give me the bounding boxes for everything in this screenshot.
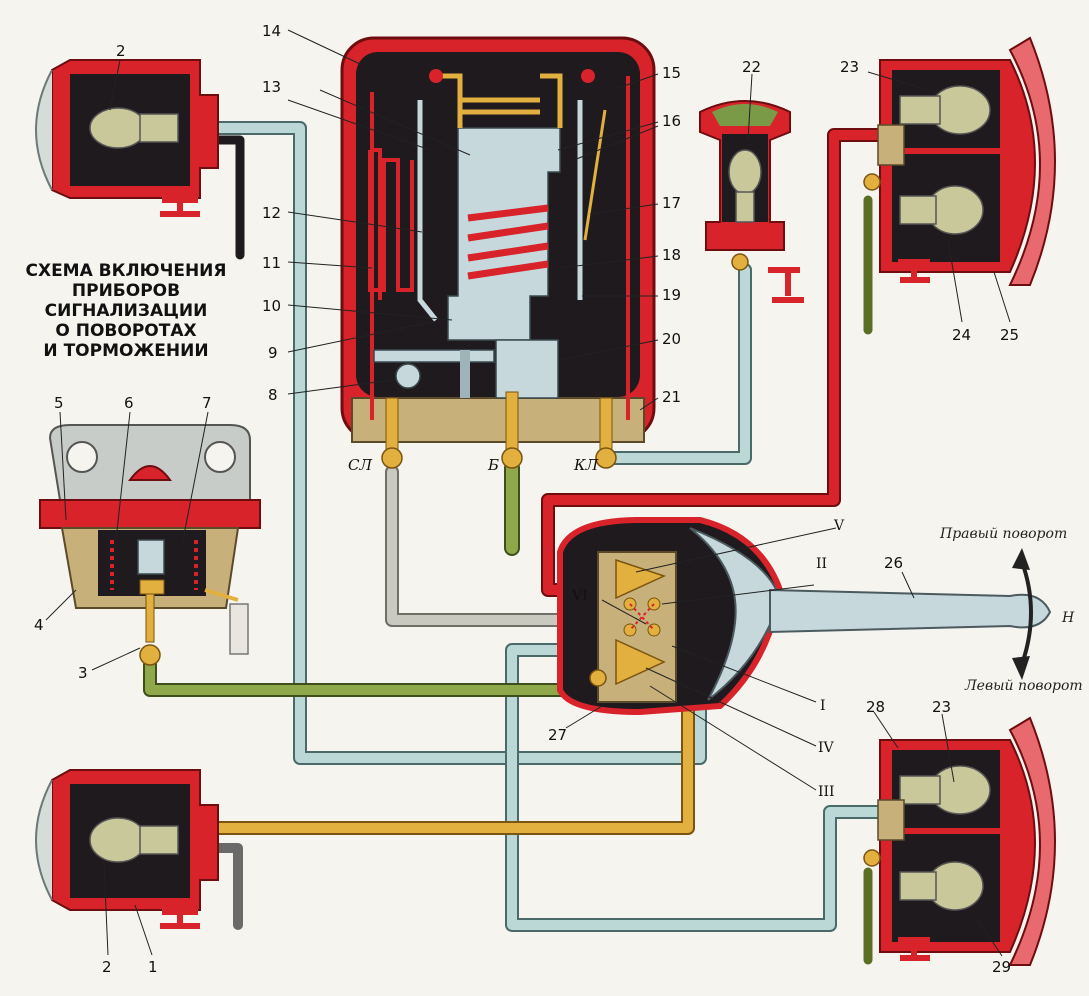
wire-grey-sl [385, 465, 607, 627]
rear-right-lens [1008, 36, 1056, 286]
stop-light-switch [39, 424, 261, 666]
callout-23-bottom: 23 [932, 698, 951, 716]
front-lens-top [35, 69, 53, 191]
diagram-title: СХЕМА ВКЛЮЧЕНИЯ ПРИБОРОВ СИГНАЛИЗАЦИИ О … [25, 261, 226, 361]
callout-8: 8 [268, 386, 278, 404]
left-turn-label: Левый поворот [964, 678, 1083, 694]
callout-27: 27 [548, 726, 567, 744]
signal-lamp-22 [699, 100, 804, 303]
relay-adjust-screw [460, 350, 470, 398]
rear-right-lamp [863, 36, 1056, 286]
terminal-kl-label: КЛ [573, 456, 599, 474]
callout-5: 5 [54, 394, 64, 412]
callout-19: 19 [662, 286, 681, 304]
terminal-b-label: Б [487, 456, 499, 474]
terminal-sl-label: СЛ [348, 456, 372, 474]
title-line-3: СИГНАЛИЗАЦИИ [45, 301, 208, 321]
terminal-sl [381, 397, 403, 469]
callout-12: 12 [262, 204, 281, 222]
callout-22: 22 [742, 58, 761, 76]
relay-base [351, 397, 645, 443]
relay-contact-dot-right [581, 69, 595, 83]
rear-left-lamp [863, 716, 1056, 966]
callout-21: 21 [662, 388, 681, 406]
relay-spring-17 [583, 109, 607, 241]
terminal-b [501, 391, 523, 469]
relay-contact-springs [440, 73, 563, 128]
callout-4: 4 [34, 616, 44, 634]
rear-left-lens [1008, 716, 1056, 966]
lamp-22-cap [712, 104, 778, 126]
title-line-5: И ТОРМОЖЕНИИ [43, 341, 208, 361]
callout-2-bottom: 2 [102, 958, 112, 976]
contact-v [615, 558, 667, 600]
callout-24: 24 [952, 326, 971, 344]
callout-labels: 2 2 1 3 4 5 6 7 8 9 10 11 12 13 14 15 16… [34, 22, 1019, 976]
contact-label-v: V [833, 518, 845, 534]
callout-18: 18 [662, 246, 681, 264]
callout-16: 16 [662, 112, 681, 130]
relay-adjust-plate [373, 349, 495, 363]
flasher-relay: СЛ Б КЛ [340, 36, 656, 474]
front-left-lamp-bottom [35, 769, 219, 929]
relay-bracket [495, 339, 559, 399]
contact-labels: V II VI I IV III [571, 518, 845, 800]
title-line-2: ПРИБОРОВ [72, 281, 180, 301]
callout-7: 7 [202, 394, 212, 412]
callout-13: 13 [262, 78, 281, 96]
callout-29: 29 [992, 958, 1011, 976]
relay-contact-dot-left [429, 69, 443, 83]
contact-label-ii: II [816, 556, 827, 572]
contact-label-i: I [820, 698, 826, 714]
leader-lines [45, 29, 1011, 957]
relay-winding [467, 204, 549, 280]
right-turn-label: Правый поворот [939, 526, 1067, 542]
callout-26: 26 [884, 554, 903, 572]
contact-label-iv: IV [818, 740, 835, 756]
callout-10: 10 [262, 297, 281, 315]
switch-lever [769, 588, 1052, 634]
neutral-label: Н [1061, 610, 1075, 626]
switch-hub [689, 527, 782, 701]
callout-17: 17 [662, 194, 681, 212]
callout-3: 3 [78, 664, 88, 682]
front-bulb-bottom [89, 817, 147, 863]
callout-9: 9 [268, 344, 278, 362]
turn-direction-arrow [1012, 548, 1033, 680]
callout-20: 20 [662, 330, 681, 348]
callout-1: 1 [148, 958, 158, 976]
turn-switch [557, 517, 1052, 716]
front-bulb-top [89, 107, 147, 149]
callout-14: 14 [262, 22, 281, 40]
callout-11: 11 [262, 254, 281, 272]
title-line-1: СХЕМА ВКЛЮЧЕНИЯ [25, 261, 226, 281]
contact-label-vi: VI [571, 588, 588, 604]
relay-armature-left [417, 100, 438, 322]
callout-2-top: 2 [116, 42, 126, 60]
contact-label-iii: III [818, 784, 835, 800]
wire-green-stop [143, 658, 605, 697]
wire-red-rear-right [541, 128, 887, 597]
wire-blue-kl [605, 263, 752, 465]
terminal-kl [595, 397, 617, 469]
front-left-lamp-top [35, 59, 219, 217]
callout-15: 15 [662, 64, 681, 82]
wire-blue-rear-left [505, 643, 887, 932]
callout-25: 25 [1000, 326, 1019, 344]
wiring [143, 121, 887, 965]
callout-23-top: 23 [840, 58, 859, 76]
front-lens-bottom [35, 779, 53, 901]
callout-6: 6 [124, 394, 134, 412]
relay-ball [395, 363, 421, 389]
contact-iii [615, 638, 666, 686]
callout-28: 28 [866, 698, 885, 716]
title-line-4: О ПОВОРОТАХ [55, 321, 196, 341]
